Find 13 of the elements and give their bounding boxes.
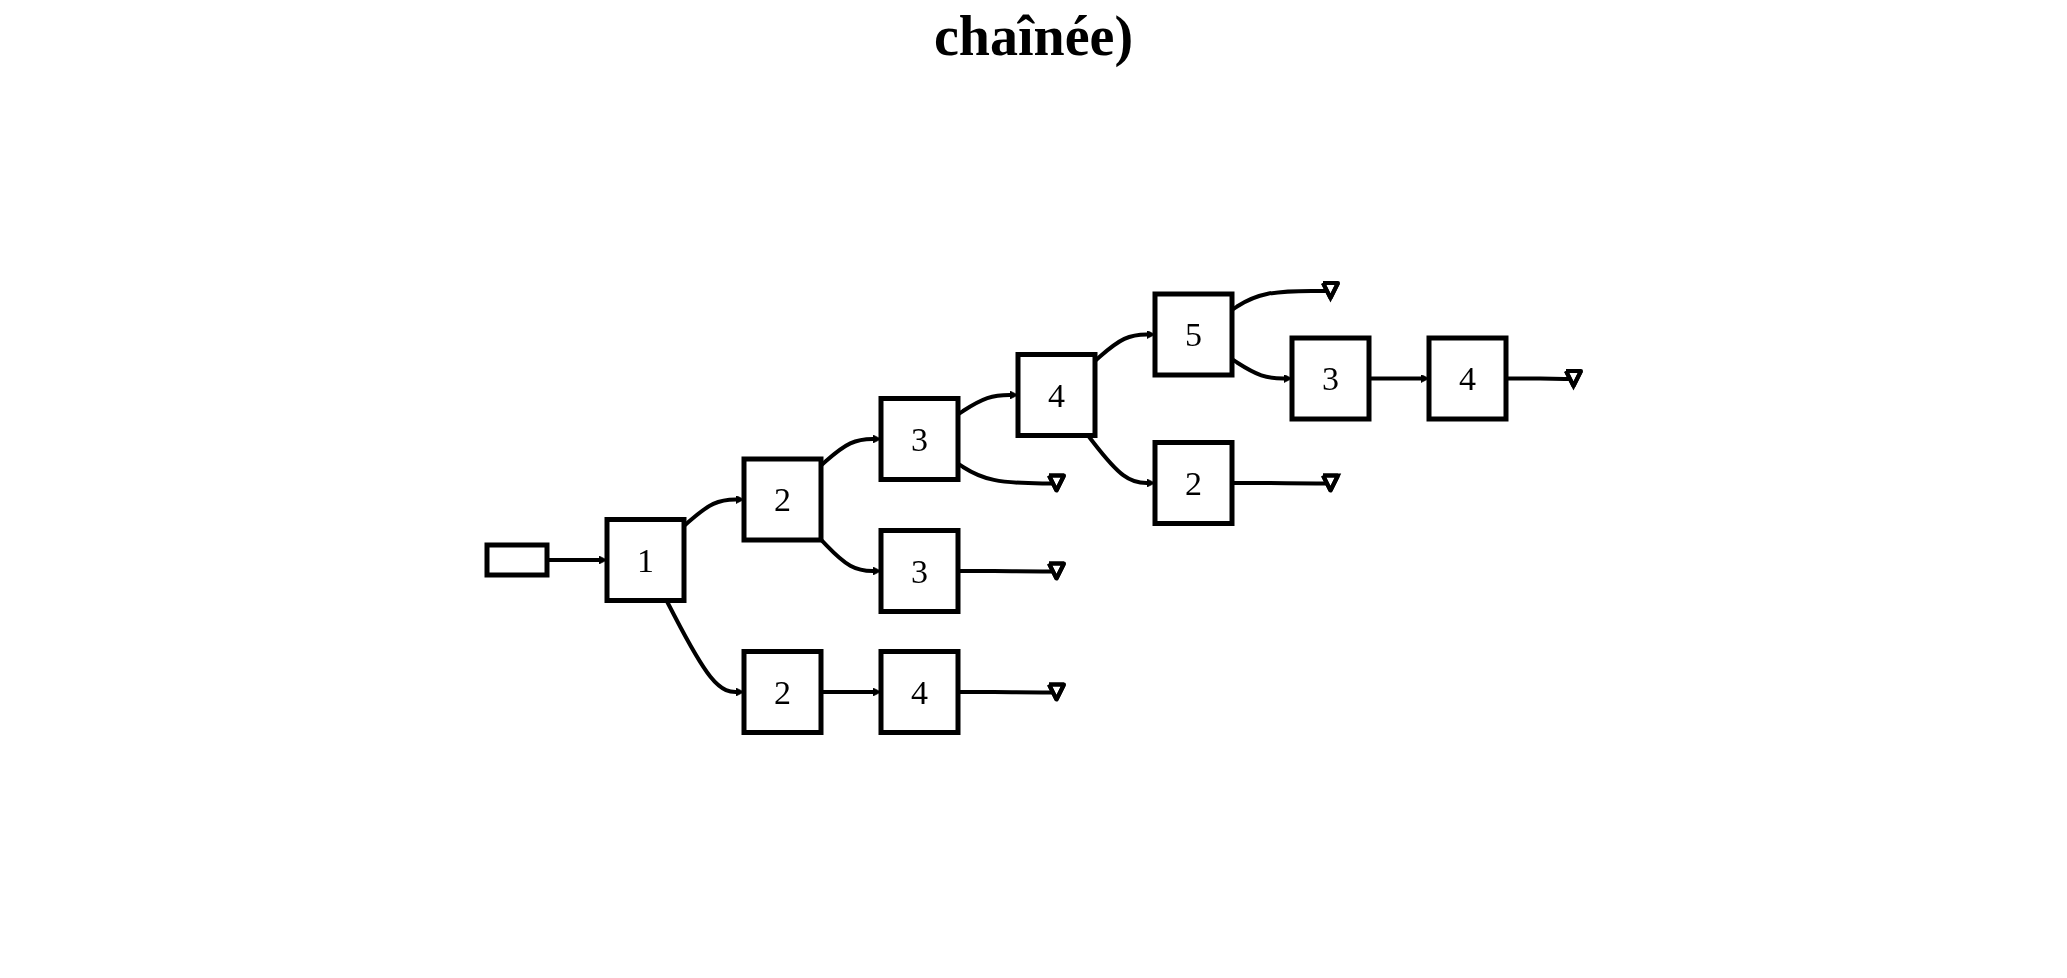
node-box: 2 xyxy=(741,649,823,736)
node-box: 4 xyxy=(878,649,960,736)
node-box: 3 xyxy=(878,396,960,483)
node-box: 2 xyxy=(1152,440,1234,527)
node-box: 4 xyxy=(1426,335,1508,422)
node-box xyxy=(484,542,549,578)
node-box: 3 xyxy=(1289,335,1371,422)
node-box: 4 xyxy=(1015,352,1097,439)
node-box: 1 xyxy=(604,517,686,604)
node-box: 3 xyxy=(878,528,960,615)
node-box: 5 xyxy=(1152,291,1234,378)
diagram-title: chaînée) xyxy=(932,4,1135,68)
node-box: 2 xyxy=(741,456,823,543)
